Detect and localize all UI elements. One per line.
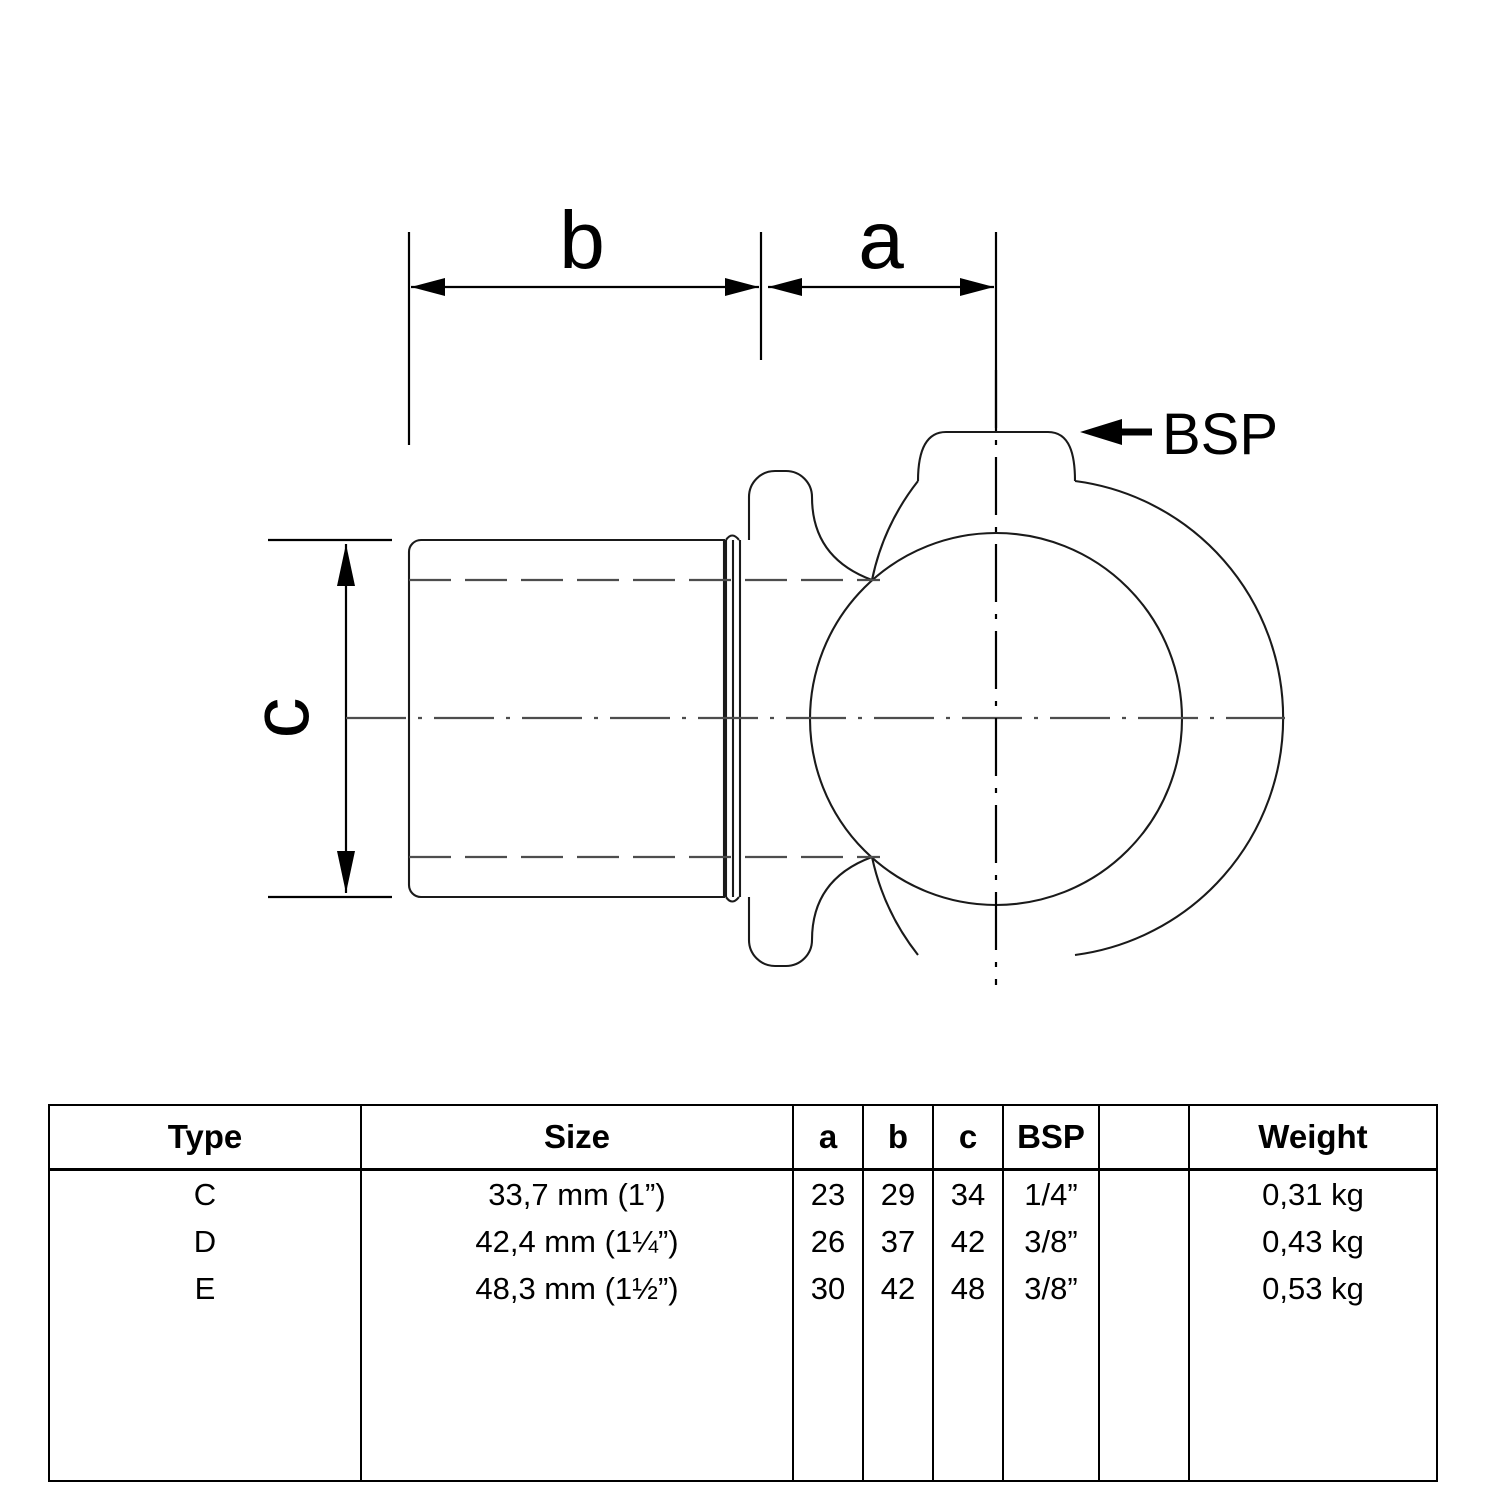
cell-empty-size xyxy=(360,1312,794,1482)
column-header-b: b xyxy=(862,1104,934,1171)
dimension-label-a: a xyxy=(858,195,904,286)
collar-notch-top xyxy=(725,534,740,541)
cell-a: 23 xyxy=(792,1169,864,1219)
table-empty-row xyxy=(48,1312,1438,1482)
centerlines xyxy=(346,370,1285,985)
cell-b: 29 xyxy=(862,1169,934,1219)
cell-blank xyxy=(1098,1265,1190,1313)
table-row: D 42,4 mm (1¼”) 26 37 42 3/8” 0,43 kg xyxy=(48,1218,1438,1266)
lobe-bottom-left xyxy=(747,856,873,968)
cell-size: 48,3 mm (1½”) xyxy=(360,1265,794,1313)
column-header-blank xyxy=(1098,1104,1190,1171)
column-header-type: Type xyxy=(48,1104,362,1171)
cell-a: 26 xyxy=(792,1218,864,1266)
cell-empty-c xyxy=(932,1312,1004,1482)
column-header-weight: Weight xyxy=(1188,1104,1438,1171)
cell-c: 42 xyxy=(932,1218,1004,1266)
cell-type: D xyxy=(48,1218,362,1266)
dimension-b: b xyxy=(407,195,763,445)
arrowhead-c-bottom xyxy=(337,851,355,893)
cell-bsp: 3/8” xyxy=(1002,1265,1100,1313)
cell-empty-bsp xyxy=(1002,1312,1100,1482)
cell-b: 37 xyxy=(862,1218,934,1266)
outer-arc-upper-left xyxy=(870,480,919,581)
cell-bsp: 3/8” xyxy=(1002,1218,1100,1266)
cell-empty-b xyxy=(862,1312,934,1482)
tube-body-outline xyxy=(407,538,726,899)
bsp-arrowhead-icon xyxy=(1080,419,1122,445)
cell-weight: 0,53 kg xyxy=(1188,1265,1438,1313)
cell-c: 34 xyxy=(932,1169,1004,1219)
cell-weight: 0,43 kg xyxy=(1188,1218,1438,1266)
part-outline xyxy=(407,430,1285,968)
column-header-a: a xyxy=(792,1104,864,1171)
bottom-boss-stub xyxy=(918,955,940,968)
cell-b: 42 xyxy=(862,1265,934,1313)
cell-type: C xyxy=(48,1169,362,1219)
bsp-label: BSP xyxy=(1162,402,1278,467)
table-row: C 33,7 mm (1”) 23 29 34 1/4” 0,31 kg xyxy=(48,1169,1438,1219)
column-header-c: c xyxy=(932,1104,1004,1171)
arrowhead-c-top xyxy=(337,544,355,586)
spec-table: Type Size a b c BSP Weight C 33,7 mm (1”… xyxy=(48,1104,1438,1482)
spec-table-container: Type Size a b c BSP Weight C 33,7 mm (1”… xyxy=(48,1104,1438,1482)
cell-empty-a xyxy=(792,1312,864,1482)
dimension-label-c: c xyxy=(235,698,326,739)
cell-a: 30 xyxy=(792,1265,864,1313)
table-header-row: Type Size a b c BSP Weight xyxy=(48,1104,1438,1171)
bsp-callout: BSP xyxy=(1080,402,1278,467)
cell-blank xyxy=(1098,1218,1190,1266)
column-header-size: Size xyxy=(360,1104,794,1171)
arrowhead-b-left xyxy=(411,278,445,296)
dimension-a: a xyxy=(768,195,998,432)
dimension-label-b: b xyxy=(559,195,605,286)
arrowhead-b-right xyxy=(725,278,759,296)
cell-size: 33,7 mm (1”) xyxy=(360,1169,794,1219)
bsp-boss-outline xyxy=(916,430,1077,482)
cell-c: 48 xyxy=(932,1265,1004,1313)
lobe-top-left xyxy=(747,469,873,581)
cell-bsp: 1/4” xyxy=(1002,1169,1100,1219)
arrowhead-a-left xyxy=(768,278,802,296)
arrowhead-a-right xyxy=(960,278,994,296)
outer-arc-lower-left xyxy=(870,856,919,956)
cell-empty-blank xyxy=(1098,1312,1190,1482)
cell-blank xyxy=(1098,1169,1190,1219)
table-row: E 48,3 mm (1½”) 30 42 48 3/8” 0,53 kg xyxy=(48,1265,1438,1313)
column-header-bsp: BSP xyxy=(1002,1104,1100,1171)
cell-empty-weight xyxy=(1188,1312,1438,1482)
cell-size: 42,4 mm (1¼”) xyxy=(360,1218,794,1266)
cell-empty-type xyxy=(48,1312,362,1482)
collar-notch-bottom xyxy=(725,896,740,903)
cell-type: E xyxy=(48,1265,362,1313)
cell-weight: 0,31 kg xyxy=(1188,1169,1438,1219)
